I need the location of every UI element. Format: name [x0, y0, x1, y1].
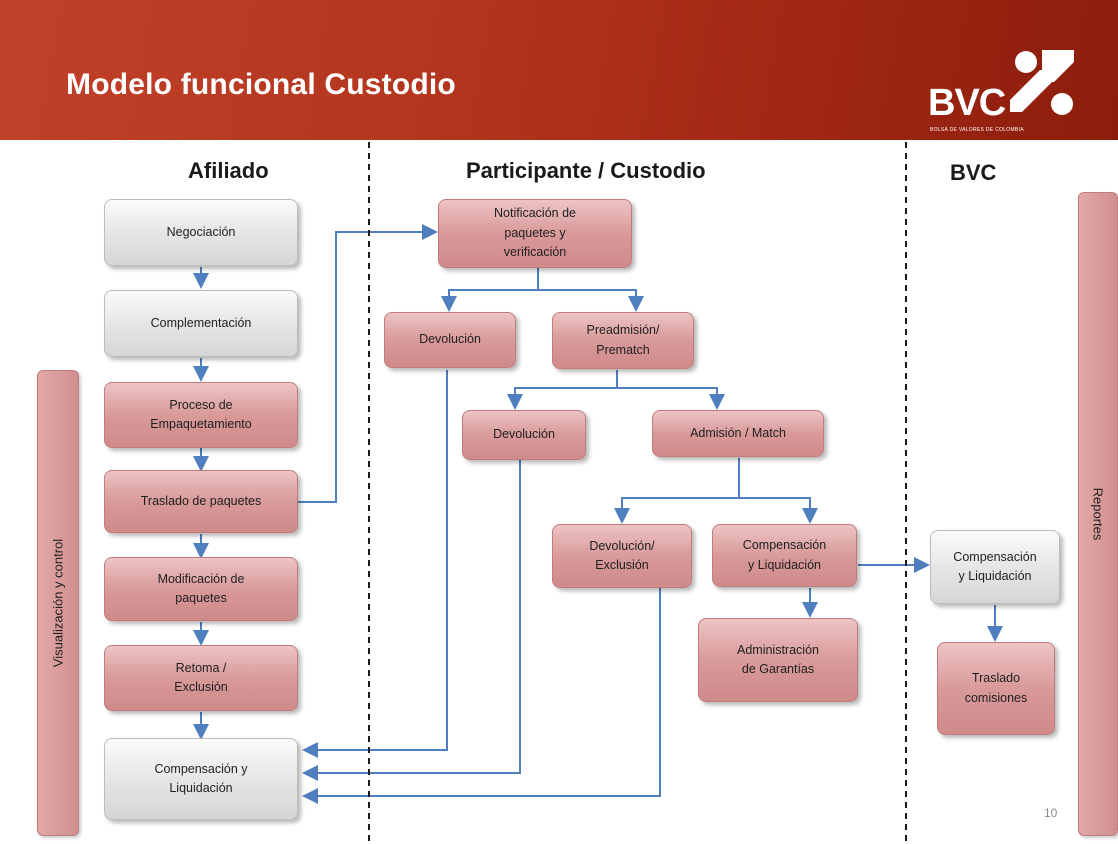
arrow-preadmision-devolucion: [507, 370, 618, 410]
column-title-bvc: BVC: [950, 160, 997, 185]
box-devolucion-1: Devolución: [384, 312, 516, 368]
column-title-participante: Participante / Custodio: [466, 158, 706, 183]
arrow-devolucion-exclusion-compensacion: [302, 588, 661, 804]
arrow-admision-compensacion: [739, 497, 818, 524]
box-traslado-comisiones: Traslado comisiones: [937, 642, 1055, 735]
arrow-preadmision-admision: [617, 387, 725, 410]
box-devolucion-2: Devolución: [462, 410, 586, 460]
arrow-notificacion-preadmision: [538, 289, 644, 312]
box-devolucion-exclusion: Devolución/ Exclusión: [552, 524, 692, 588]
box-bvc-compensacion: Compensación y Liquidación: [930, 530, 1060, 604]
box-notificacion-paquetes: Notificación de paquetes y verificación: [438, 199, 632, 268]
logo-subtitle: BOLSA DE VALORES DE COLOMBIA: [930, 127, 1024, 133]
arrow-devolucion1-compensacion: [302, 370, 448, 758]
box-negociacion: Negociación: [104, 199, 298, 266]
visualizacion-control-bar: Visualización y control: [37, 370, 79, 836]
box-preadmision: Preadmisión/ Prematch: [552, 312, 694, 369]
box-modificacion-paquetes: Modificación de paquetes: [104, 557, 298, 621]
box-afiliado-compensacion: Compensación y Liquidación: [104, 738, 298, 820]
column-title-afiliado: Afiliado: [188, 158, 269, 183]
box-participante-compensacion: Compensación y Liquidación: [712, 524, 857, 587]
box-administracion-garantias: Administración de Garantías: [698, 618, 858, 702]
reportes-bar: Reportes: [1078, 192, 1118, 836]
box-empaquetamiento: Proceso de Empaquetamiento: [104, 382, 298, 448]
box-complementacion: Complementación: [104, 290, 298, 357]
logo-wordmark: BVC: [928, 82, 1006, 124]
box-admision-match: Admisión / Match: [652, 410, 824, 457]
box-retoma-exclusion: Retoma / Exclusión: [104, 645, 298, 711]
arrow-notificacion-split: [441, 268, 539, 312]
logo-mark-icon: [1010, 50, 1074, 115]
page-number: 10: [1044, 806, 1058, 820]
arrow-devolucion2-compensacion: [302, 460, 521, 781]
arrow-traslado-notificacion: [298, 224, 438, 503]
box-traslado-paquetes: Traslado de paquetes: [104, 470, 298, 533]
arrow-admision-devolucion-exclusion: [614, 458, 740, 524]
slide-header: Modelo funcional Custodio BVC BOLSA DE V…: [0, 0, 1118, 140]
bvc-logo: BVC BOLSA DE VALORES DE COLOMBIA: [926, 48, 1082, 134]
slide-title: Modelo funcional Custodio: [66, 68, 456, 101]
